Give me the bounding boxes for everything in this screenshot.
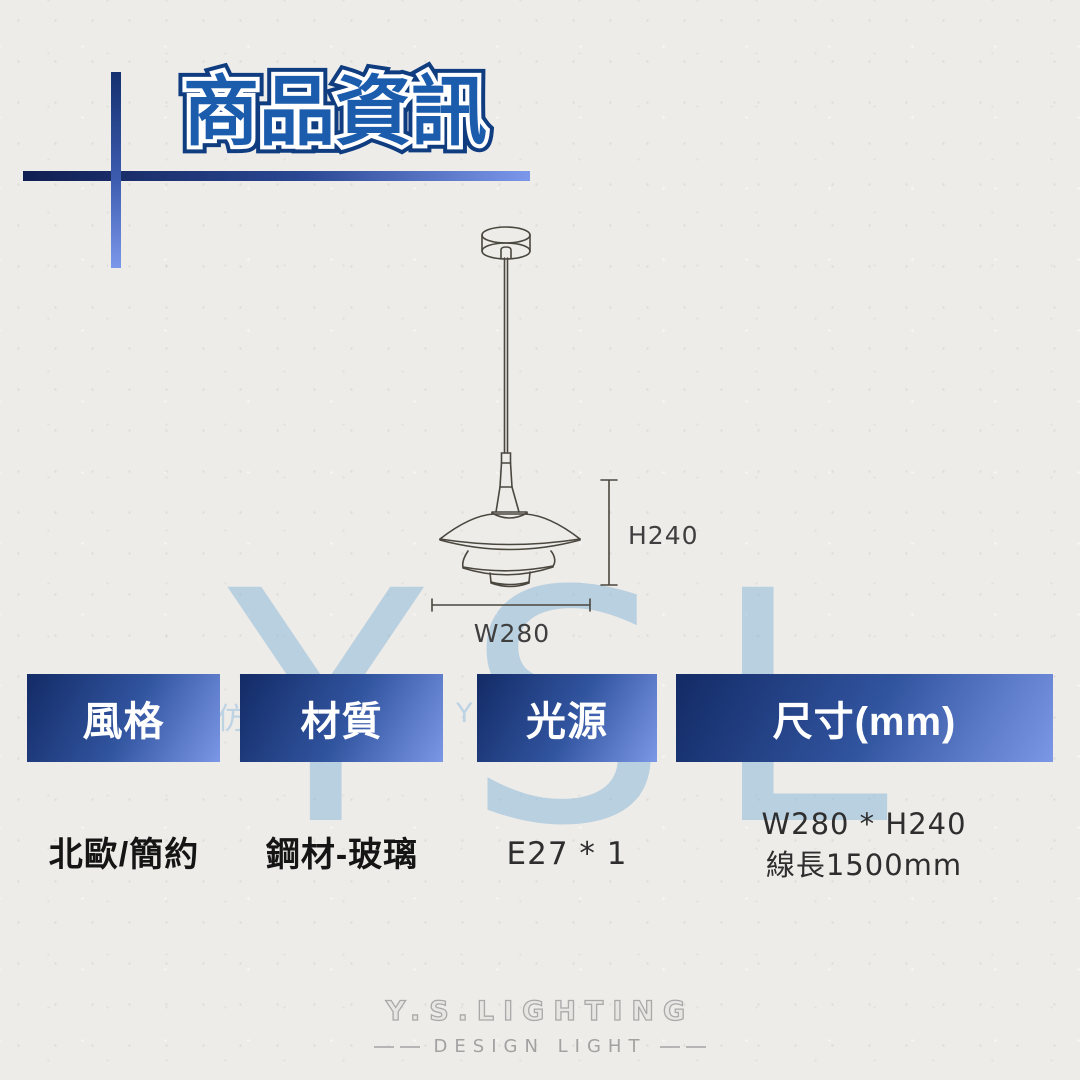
height-dimension-label: H240 (628, 521, 699, 550)
bottom-cup-sides (489, 571, 531, 583)
watermark-fragment: Y (456, 698, 473, 729)
spec-value-material: 鋼材-玻璃 (265, 836, 419, 874)
header-vertical-accent-bar (111, 72, 121, 268)
spec-banner-dimensions: 尺寸(mm) (676, 674, 1053, 762)
top-shade-dome (439, 513, 581, 540)
spec-banner-style: 風格 (27, 674, 220, 762)
spec-banner-light-source-label: 光源 (526, 700, 608, 744)
footer-tagline: DESIGN LIGHT (433, 1036, 647, 1057)
bottom-cup-rim (490, 581, 530, 588)
page-title-text: 商品資訊 (183, 67, 487, 156)
width-dimension-line (431, 598, 591, 612)
footer-tagline-row: DESIGN LIGHT (373, 1036, 707, 1057)
spec-banner-light-source: 光源 (477, 674, 657, 762)
spec-banner-material: 材質 (240, 674, 443, 762)
middle-shade-rim-front (462, 566, 554, 576)
page-title-white-layer: 商品資訊 (179, 63, 491, 160)
socket-neck (499, 462, 513, 488)
spec-value-dimensions-line1: W280 * H240 (761, 807, 967, 841)
cord-grip (500, 452, 512, 464)
height-dimension-line (600, 479, 618, 586)
pendant-lamp-drawing (431, 226, 618, 612)
spec-banner-material-label: 材質 (300, 700, 383, 744)
spec-value-light-source: E27 * 1 (506, 836, 628, 872)
middle-shade-sides (461, 550, 556, 568)
tagline-dash (660, 1045, 681, 1048)
spec-banner-style-label: 風格 (82, 700, 165, 744)
canopy-bottom (481, 242, 531, 260)
canopy-knob (500, 246, 512, 259)
footer-brand-logotype: Y.S.LIGHTING (385, 995, 695, 1027)
socket-cone (495, 486, 520, 513)
header-horizontal-accent-bar (23, 171, 530, 181)
socket-flange (491, 511, 528, 519)
width-dimension-label: W280 (473, 619, 551, 648)
top-shade-rim-front (439, 539, 581, 551)
top-shade-rim-back (439, 538, 581, 546)
spec-value-dimensions: W280 * H240 線長1500mm (761, 804, 966, 886)
tagline-dash (399, 1045, 420, 1048)
tagline-dash (686, 1045, 707, 1048)
middle-shade-rim-back (462, 565, 554, 572)
spec-value-dimensions-line2: 線長1500mm (765, 848, 963, 882)
page-title-outline-layer: 商品資訊 (175, 59, 495, 164)
tagline-dash (373, 1045, 394, 1048)
spec-value-style: 北歐/簡約 (48, 836, 200, 874)
cord (503, 257, 509, 454)
footer: Y.S.LIGHTING DESIGN LIGHT (0, 995, 1080, 1057)
spec-banner-dimensions-label: 尺寸(mm) (772, 700, 957, 744)
canopy-top (481, 226, 531, 244)
page-title: 商品資訊 商品資訊 商品資訊 (175, 59, 503, 166)
